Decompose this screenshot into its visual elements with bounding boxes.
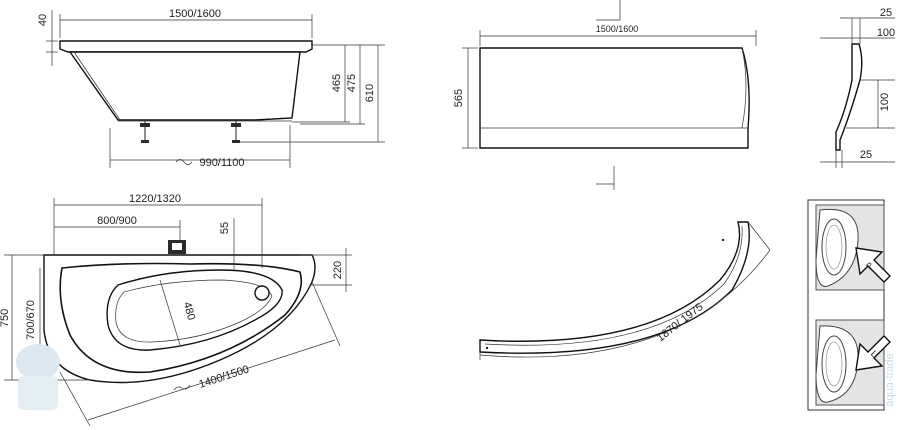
legend-frame: [807, 199, 885, 411]
orientation-legend: P L: [807, 199, 891, 411]
dim-side-h1: 465: [331, 74, 343, 92]
panel-outline: [479, 47, 750, 149]
dim-side-base: 990/1100: [199, 157, 244, 169]
dim-profile-depth: 100: [877, 27, 895, 39]
dim-side-h3: 610: [364, 84, 376, 102]
arrow-right-icon: [855, 247, 891, 283]
watermark-logo: aqua-trade: [16, 344, 896, 410]
legend-right-label: P: [864, 260, 875, 271]
curved-panel: [479, 221, 750, 354]
dim-side-top: 40: [37, 14, 49, 26]
dim-diag-length: 1400/1500: [197, 363, 250, 390]
dim-side-length: 1500/1600: [169, 8, 221, 20]
panel-profile: 25 100 100 25: [820, 7, 895, 168]
dim-panel-length: 1500/1600: [596, 24, 639, 34]
plan-rim: [59, 262, 303, 374]
plan-view: 1220/1320 800/900 55 220 750 700/670 480…: [0, 193, 352, 427]
side-rim: [59, 40, 313, 53]
arrow-left-icon: [855, 335, 891, 371]
side-legs: [118, 120, 292, 143]
legend-left: L: [815, 319, 891, 406]
side-view: 1500/1600 40 465 475 610 990/1100: [37, 8, 385, 169]
plan-basin: [106, 269, 283, 351]
dim-offset-220: 220: [332, 261, 344, 279]
dim-basin-480: 480: [181, 301, 198, 322]
profile-shape: [835, 43, 863, 151]
dim-panel-height: 565: [453, 89, 465, 107]
dim-top-length: 1220/1320: [129, 193, 181, 205]
drain-circle: [254, 285, 270, 301]
watermark-text: aqua-trade: [884, 353, 896, 406]
dim-profile-bottom: 25: [860, 149, 872, 161]
dim-side-h2: 475: [346, 74, 358, 92]
side-shell: [68, 51, 301, 121]
curved-panel-view: 1870/ 1975: [479, 221, 771, 360]
dim-offset-55: 55: [219, 222, 231, 234]
legend-right: P: [815, 204, 891, 291]
front-panel-view: 1500/1600 565: [453, 0, 757, 190]
dim-inner-length: 800/900: [97, 215, 137, 227]
dim-depth-700: 700/670: [25, 300, 37, 340]
legend-left-label: L: [869, 349, 880, 360]
dim-profile-top: 25: [880, 7, 892, 19]
dim-depth-750: 750: [0, 309, 11, 327]
dim-profile-mid: 100: [879, 93, 891, 111]
